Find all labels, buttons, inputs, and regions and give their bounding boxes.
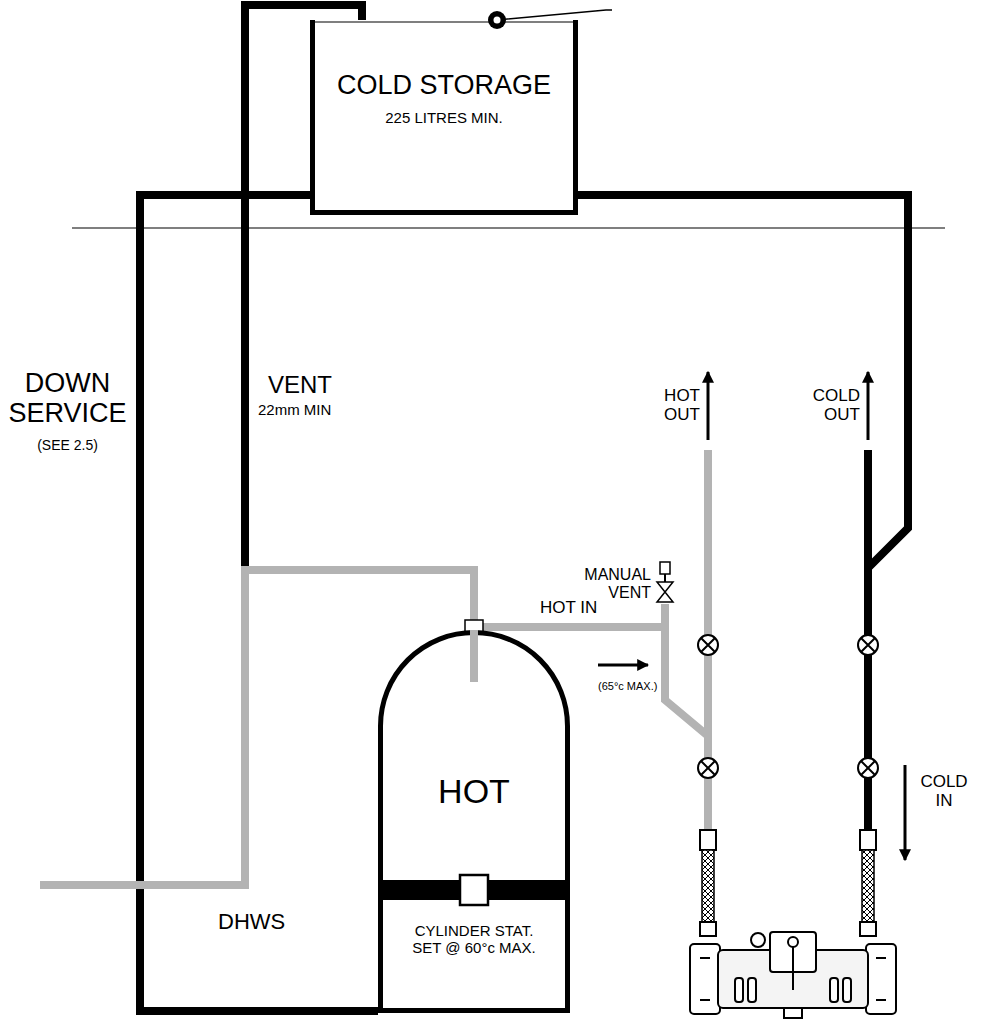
manual-vent-valve — [664, 574, 666, 582]
cylinder-stat-section: CYLINDER STAT. SET @ 60°c MAX. — [378, 900, 570, 1013]
reference-note: (SEE 2.5) — [5, 438, 130, 454]
cold-feed-pipe — [576, 195, 908, 568]
dimension: 22mm MIN — [258, 402, 358, 419]
drawing-part — [792, 947, 794, 990]
vent-stub — [661, 604, 669, 627]
drawing-part — [860, 830, 876, 850]
flexible-hose — [700, 830, 876, 936]
drawing-part — [858, 635, 878, 655]
drawing-part — [700, 999, 710, 1001]
float-ball — [494, 17, 501, 24]
flow-arrow — [707, 372, 710, 440]
cylinder-body — [381, 633, 568, 1011]
drawing-part — [866, 944, 896, 1014]
flow-arrow — [598, 664, 648, 667]
drawing-part — [698, 758, 718, 778]
drawing-part — [748, 978, 756, 1002]
drawing-part — [862, 850, 874, 922]
flow-label: HOT IN — [540, 598, 620, 617]
temperature-note: (65°c MAX.) — [598, 680, 678, 692]
drawing-part — [843, 978, 851, 1002]
drawing-part — [700, 957, 710, 959]
drawing-part — [860, 922, 876, 936]
drawing-part — [788, 937, 798, 947]
float-arm — [497, 10, 612, 20]
flow-arrow — [867, 372, 870, 440]
drawing-part — [700, 830, 716, 850]
drawing-part — [700, 922, 716, 936]
storage-tank: COLD STORAGE 225 LITRES MIN. — [310, 20, 578, 215]
hot-cylinder: HOT CYLINDER STAT. SET @ 60°c MAX. — [378, 630, 570, 1013]
drawing-part — [861, 761, 875, 775]
manual-vent-valve — [657, 582, 673, 602]
pump — [690, 932, 896, 1018]
float-ball — [488, 11, 506, 29]
drawing-part — [701, 761, 715, 775]
part-label: MANUAL VENT — [573, 566, 651, 602]
dip-tube — [470, 630, 478, 682]
drawing-part — [751, 933, 765, 947]
drawing-part — [702, 850, 714, 922]
node-title: HOT — [378, 772, 570, 811]
water-line — [312, 21, 576, 22]
isolating-valves — [698, 635, 878, 778]
cylinder-thermostat — [460, 875, 488, 905]
drawing-part — [876, 999, 886, 1001]
drawing-part — [784, 1008, 802, 1018]
pipe-label: DHWS — [218, 910, 308, 935]
flow-label: COLD IN — [916, 772, 972, 810]
node-subtitle: 225 LITRES MIN. — [315, 109, 573, 126]
drawing-part — [735, 978, 743, 1002]
node-title: COLD STORAGE — [315, 70, 573, 101]
drawing-part — [698, 635, 718, 655]
drawing-part — [858, 758, 878, 778]
flow-label: COLD OUT — [790, 386, 860, 424]
flow-label: HOT OUT — [640, 386, 700, 424]
node-title: CYLINDER STAT. SET @ 60°c MAX. — [404, 922, 544, 957]
pipe-label: DOWN SERVICE — [5, 368, 130, 428]
pipe-label: VENT — [268, 372, 348, 399]
floor-line — [72, 227, 945, 228]
drawing-part — [861, 638, 875, 652]
drawing-part — [701, 638, 715, 652]
manual-vent-cap — [660, 562, 670, 574]
drawing-part — [830, 978, 838, 1002]
drawing-part — [876, 957, 886, 959]
drawing-part — [690, 944, 720, 1014]
flow-arrow — [904, 765, 907, 860]
